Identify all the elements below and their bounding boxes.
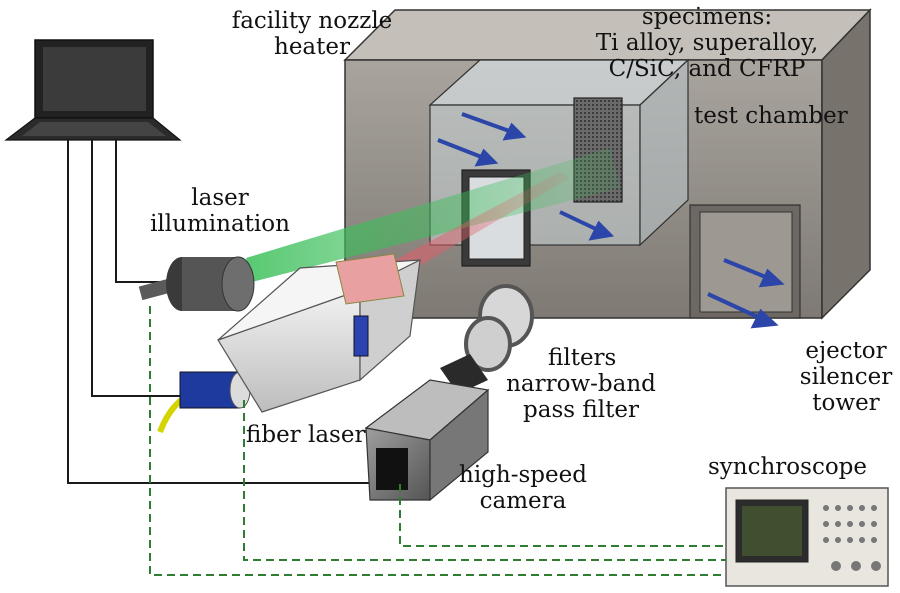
label-line: heater [274,34,350,60]
label-test-chamber: test chamber [694,103,848,129]
label-line: ejector [805,338,887,364]
filter-icon [464,284,534,372]
label-line: silencer [799,364,893,390]
flow-arrows [437,112,785,329]
laptop-icon [4,39,182,141]
signal-cables [67,140,370,484]
label-high-speed-camera: high-speed camera [448,462,598,514]
label-ejector-silencer-tower: ejector silencer tower [796,338,896,416]
laser-head-icon [138,256,255,312]
label-narrow-band-filter: narrow-band pass filter [496,371,666,423]
label-filters: filters [548,345,617,371]
illumination-beam [246,148,620,282]
label-line: tower [812,390,880,416]
label-synchroscope: synchroscope [708,454,868,480]
label-line: facility nozzle [231,8,393,34]
label-line: narrow-band [506,371,656,397]
label-fiber-laser: fiber laser [246,422,366,448]
camera-icon [364,354,490,502]
label-specimens: specimens: Ti alloy, superalloy, C/SiC, … [562,4,852,82]
label-line: camera [479,488,567,514]
label-line: Ti alloy, superalloy, [595,30,819,56]
label-line: C/SiC, and CFRP [608,56,806,82]
fiber-laser-icon [157,253,421,434]
label-line: illumination [150,211,290,237]
label-laser-illumination: laser illumination [145,185,295,237]
label-line: specimens: [641,4,773,30]
synchroscope-icon [725,487,889,587]
label-facility-nozzle-heater: facility nozzle heater [212,8,412,60]
label-line: high-speed [459,462,587,488]
imaging-beam [380,172,570,282]
trigger-lines [149,306,726,576]
label-line: laser [191,185,249,211]
label-line: pass filter [523,397,639,423]
